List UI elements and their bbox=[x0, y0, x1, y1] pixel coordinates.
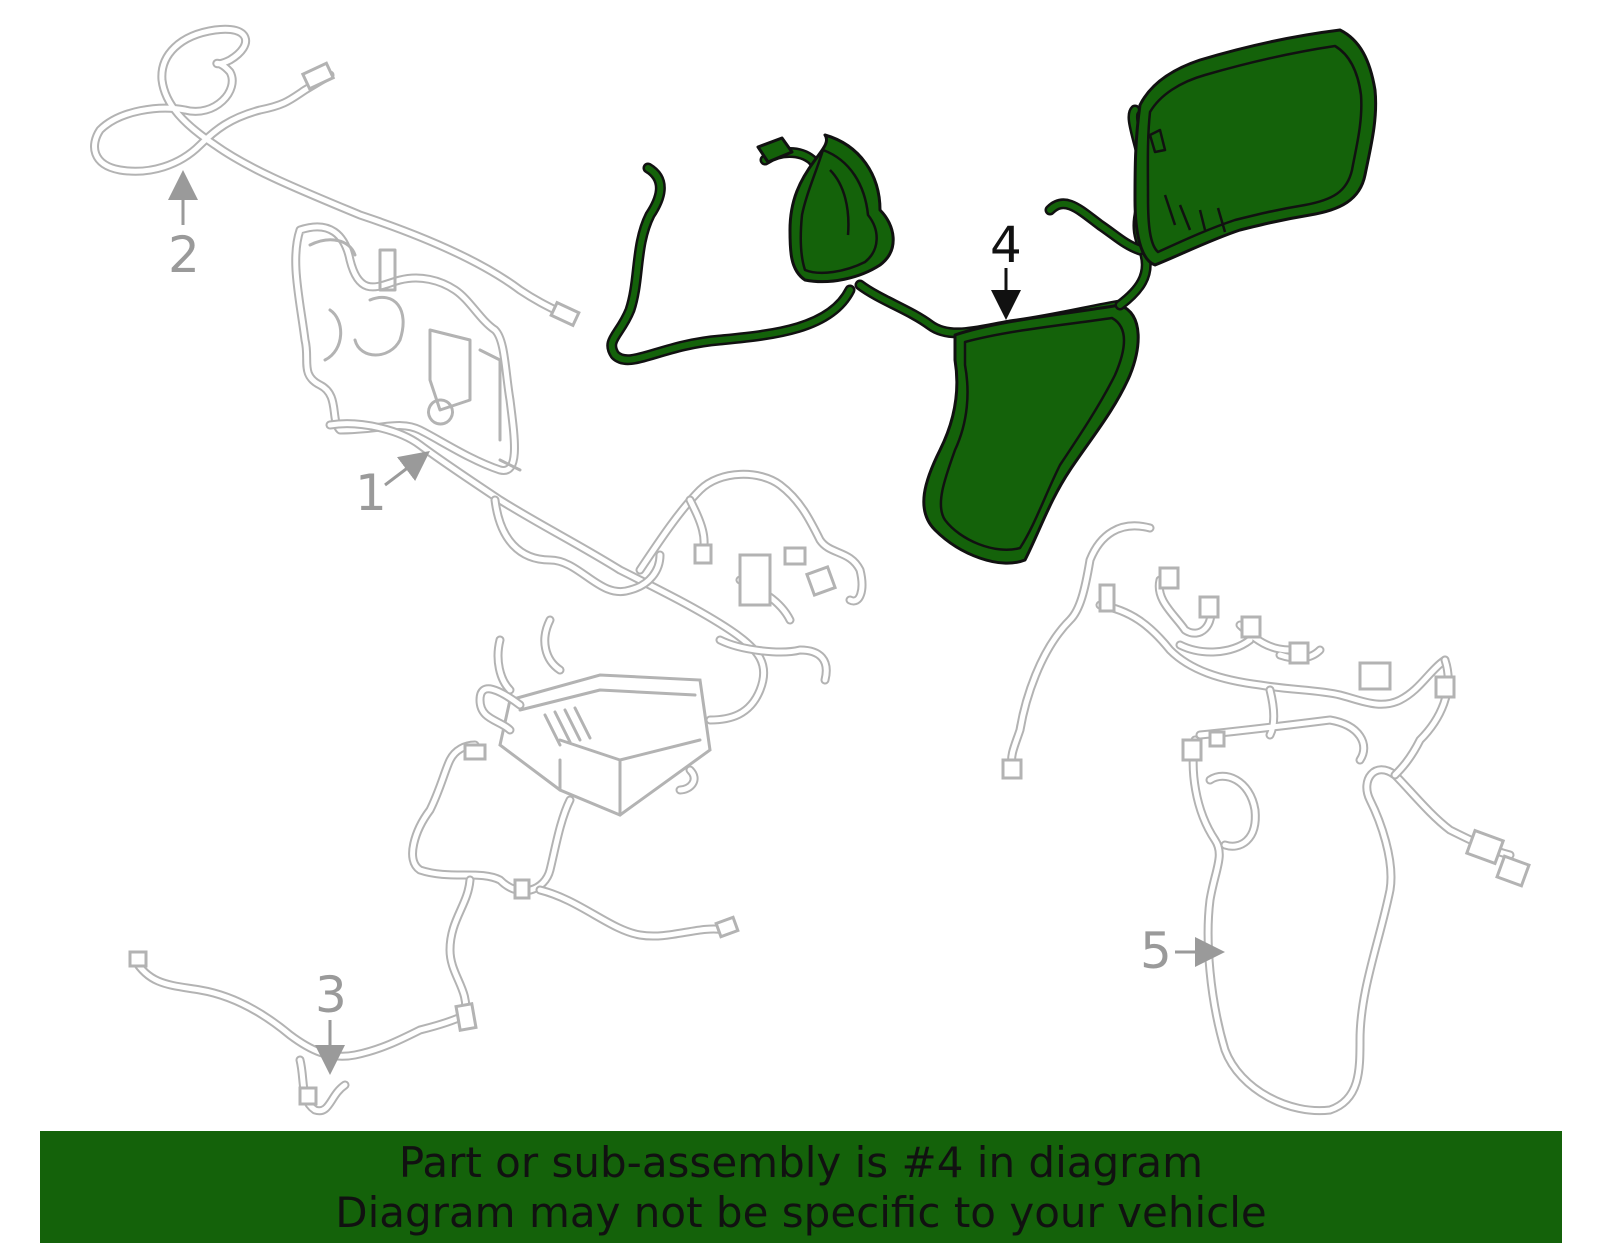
banner-disclaimer: Diagram may not be specific to your vehi… bbox=[335, 1188, 1267, 1237]
part-5-door-harness[interactable] bbox=[1001, 521, 1531, 1116]
callout-1-label: 1 bbox=[355, 464, 387, 522]
callout-5-label: 5 bbox=[1140, 922, 1172, 980]
part-3-lower-harness[interactable] bbox=[128, 875, 478, 1116]
part-2-antenna-cable[interactable] bbox=[90, 24, 581, 328]
callout-3: 3 bbox=[315, 966, 347, 1075]
callout-5: 5 bbox=[1140, 922, 1225, 980]
callout-1: 1 bbox=[355, 450, 430, 522]
banner-part-note: Part or sub-assembly is #4 in diagram bbox=[398, 1138, 1204, 1187]
callout-3-label: 3 bbox=[315, 966, 347, 1024]
info-banner: Part or sub-assembly is #4 in diagram Di… bbox=[40, 1131, 1562, 1243]
part-1-main-harness[interactable] bbox=[291, 222, 867, 941]
callout-2-label: 2 bbox=[168, 226, 200, 284]
callout-4: 4 bbox=[990, 216, 1022, 320]
part-4-highlighted-harness[interactable] bbox=[606, 28, 1378, 565]
callout-4-label: 4 bbox=[990, 216, 1022, 274]
callout-2: 2 bbox=[168, 170, 200, 284]
